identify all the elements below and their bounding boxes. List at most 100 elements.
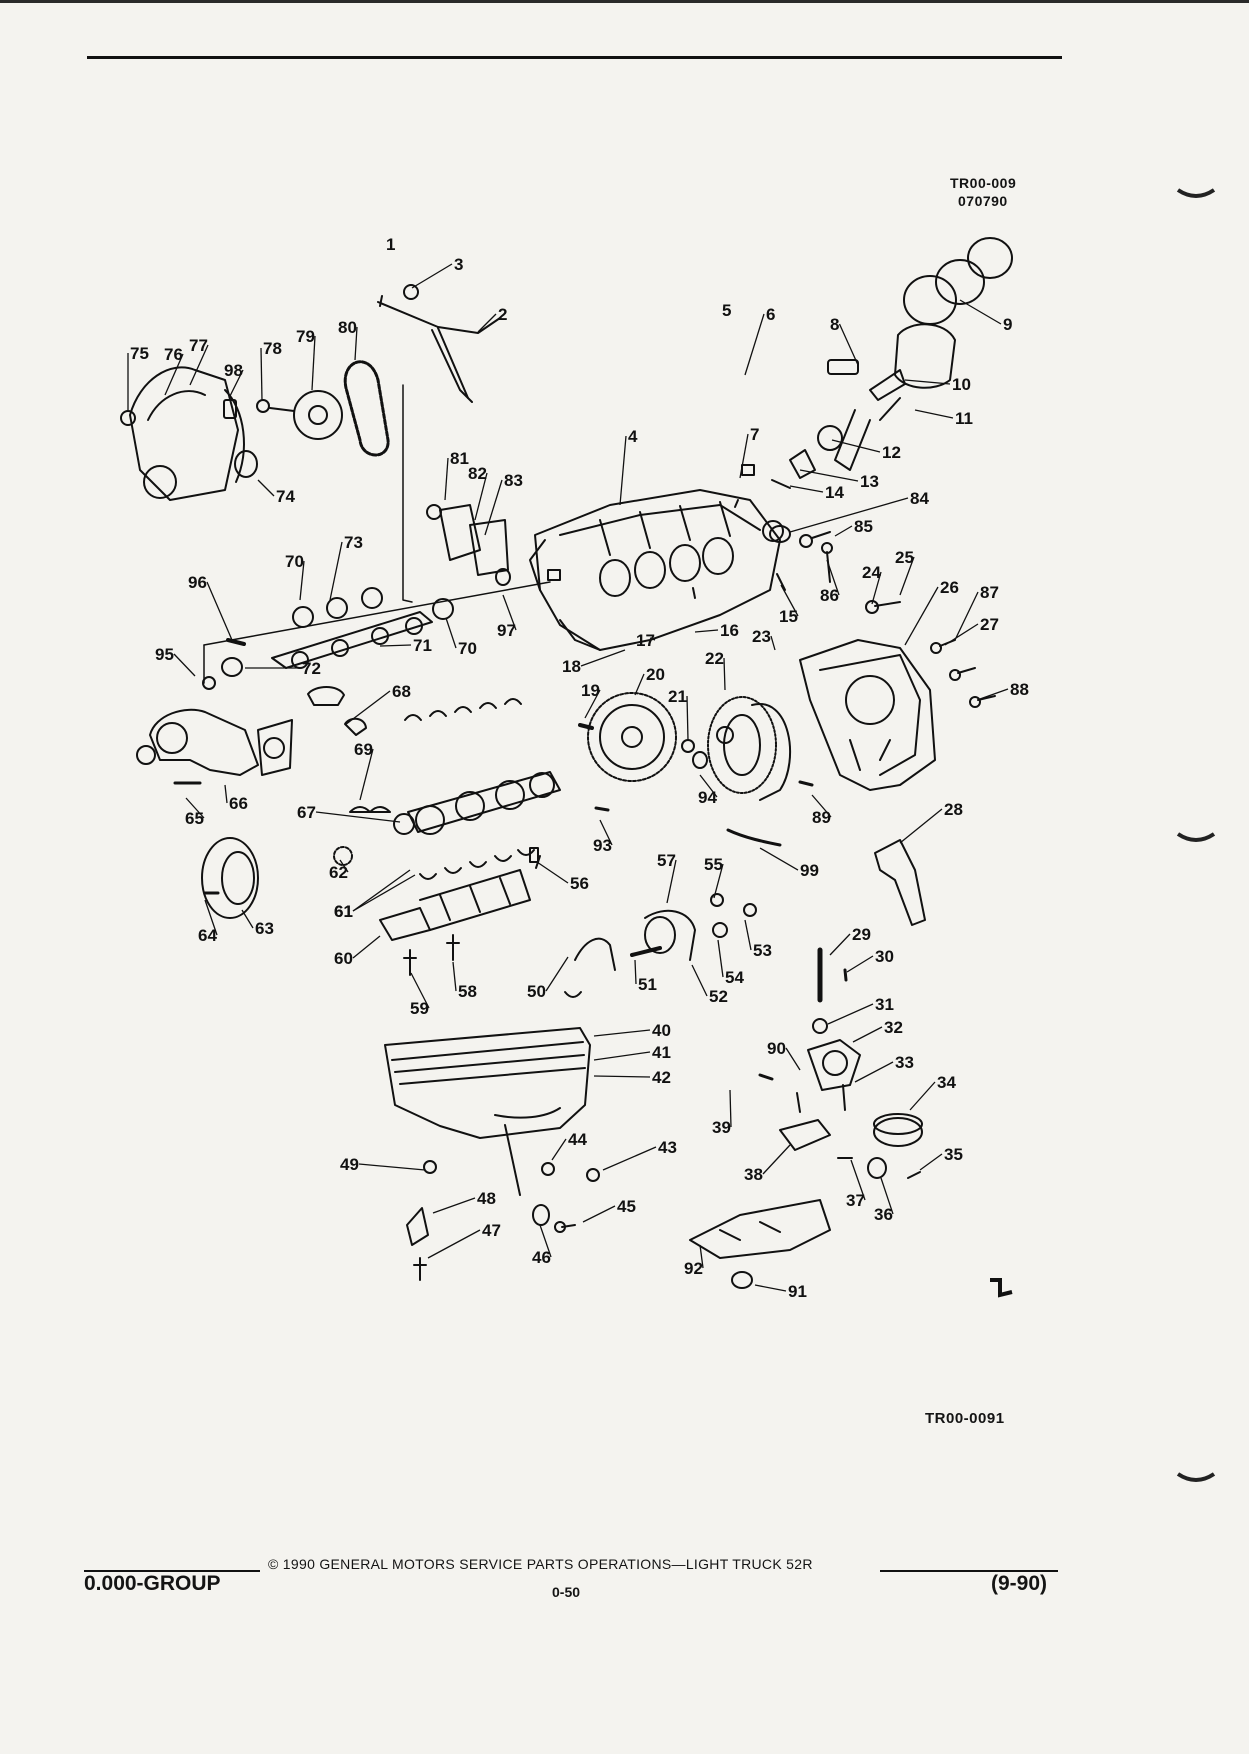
trademark-glyph	[990, 1278, 1013, 1298]
leader-line-11	[914, 409, 954, 419]
leader-line-91	[754, 1284, 787, 1292]
leader-line-64	[204, 899, 218, 936]
leader-line-95	[173, 653, 196, 677]
leader-line-70	[299, 560, 305, 601]
leader-line-79	[311, 335, 316, 391]
leader-line-2	[477, 313, 497, 333]
callout-90: 90	[767, 1039, 786, 1058]
callout-12: 12	[882, 443, 901, 462]
leader-line-61	[352, 874, 416, 912]
callout-51: 51	[638, 975, 657, 994]
leader-line-55	[713, 863, 724, 899]
leader-line-35	[919, 1153, 943, 1171]
callout-9: 9	[1003, 315, 1012, 334]
callout-75: 75	[130, 344, 149, 363]
leader-line-89	[811, 794, 832, 818]
callout-15: 15	[779, 607, 798, 626]
leader-line-34	[909, 1081, 936, 1111]
callout-70: 70	[458, 639, 477, 658]
callout-40: 40	[652, 1021, 671, 1040]
leader-line-51	[634, 959, 637, 985]
callout-42: 42	[652, 1068, 671, 1087]
leader-line-23	[770, 635, 776, 651]
footer-page-number: 0-50	[552, 1584, 581, 1600]
callout-70: 70	[285, 552, 304, 571]
callout-17: 17	[636, 631, 655, 650]
callout-37: 37	[846, 1191, 865, 1210]
callout-28: 28	[944, 800, 963, 819]
leader-line-82	[474, 472, 488, 521]
callout-78: 78	[263, 339, 282, 358]
leader-line-36	[880, 1177, 894, 1215]
leader-line-56	[536, 861, 569, 884]
callout-56: 56	[570, 874, 589, 893]
leader-line-96	[206, 581, 233, 641]
callout-55: 55	[704, 855, 723, 874]
callout-5: 5	[722, 301, 731, 320]
leader-line-24	[871, 571, 882, 605]
callout-36: 36	[874, 1205, 893, 1224]
leader-line-14	[789, 485, 824, 493]
leader-line-17	[649, 637, 656, 641]
leader-line-29	[829, 933, 851, 956]
callout-54: 54	[725, 968, 744, 987]
footer-rule-right	[880, 1570, 1058, 1572]
leader-line-71	[379, 644, 412, 647]
leader-line-53	[744, 919, 752, 951]
callout-71: 71	[413, 636, 432, 655]
binder-mark-3	[1176, 1472, 1216, 1482]
callout-29: 29	[852, 925, 871, 944]
callout-19: 19	[581, 681, 600, 700]
callout-65: 65	[185, 809, 204, 828]
callout-1: 1	[386, 235, 395, 254]
leader-line-41	[593, 1051, 651, 1061]
leader-line-4	[619, 435, 627, 506]
leader-line-20	[634, 673, 645, 696]
leader-line-85	[834, 525, 853, 537]
callout-83: 83	[504, 471, 523, 490]
leader-line-65	[185, 797, 205, 819]
callout-13: 13	[860, 472, 879, 491]
footer-copyright: © 1990 GENERAL MOTORS SERVICE PARTS OPER…	[268, 1556, 813, 1572]
leader-line-49	[358, 1163, 426, 1171]
leader-line-12	[831, 439, 881, 453]
callout-30: 30	[875, 947, 894, 966]
bottom-ref-code: TR00-0091	[925, 1410, 1005, 1427]
leader-line-44	[551, 1138, 567, 1161]
callout-leaders	[127, 263, 1009, 1292]
callout-27: 27	[980, 615, 999, 634]
leader-line-92	[699, 1244, 704, 1269]
footer-date: (9-90)	[991, 1572, 1048, 1595]
callout-98: 98	[224, 361, 243, 380]
callout-14: 14	[825, 483, 844, 502]
ref-date-top: 070790	[958, 193, 1008, 209]
leader-line-81	[444, 457, 449, 501]
callout-61: 61	[334, 902, 353, 921]
callout-32: 32	[884, 1018, 903, 1037]
leader-line-58	[452, 961, 457, 992]
callout-76: 76	[164, 345, 183, 364]
callout-58: 58	[458, 982, 477, 1001]
top-edge-rule	[0, 0, 1249, 3]
leader-line-42	[593, 1075, 651, 1078]
callout-61: 61	[334, 902, 353, 921]
callout-97: 97	[497, 621, 516, 640]
leader-line-90	[785, 1047, 801, 1071]
leader-line-86	[826, 559, 840, 596]
leader-line-60	[352, 935, 381, 959]
leader-line-33	[854, 1061, 894, 1083]
leader-line-88	[979, 688, 1009, 700]
leader-line-10	[904, 379, 951, 385]
leader-line-94	[699, 774, 718, 798]
leader-line-84	[789, 497, 909, 533]
callout-99: 99	[800, 861, 819, 880]
leader-line-48	[432, 1197, 476, 1214]
leader-line-52	[691, 964, 708, 997]
leader-line-50	[545, 956, 569, 992]
callout-10: 10	[952, 375, 971, 394]
callout-50: 50	[527, 982, 546, 1001]
callout-64: 64	[198, 926, 217, 945]
callout-18: 18	[562, 657, 581, 676]
